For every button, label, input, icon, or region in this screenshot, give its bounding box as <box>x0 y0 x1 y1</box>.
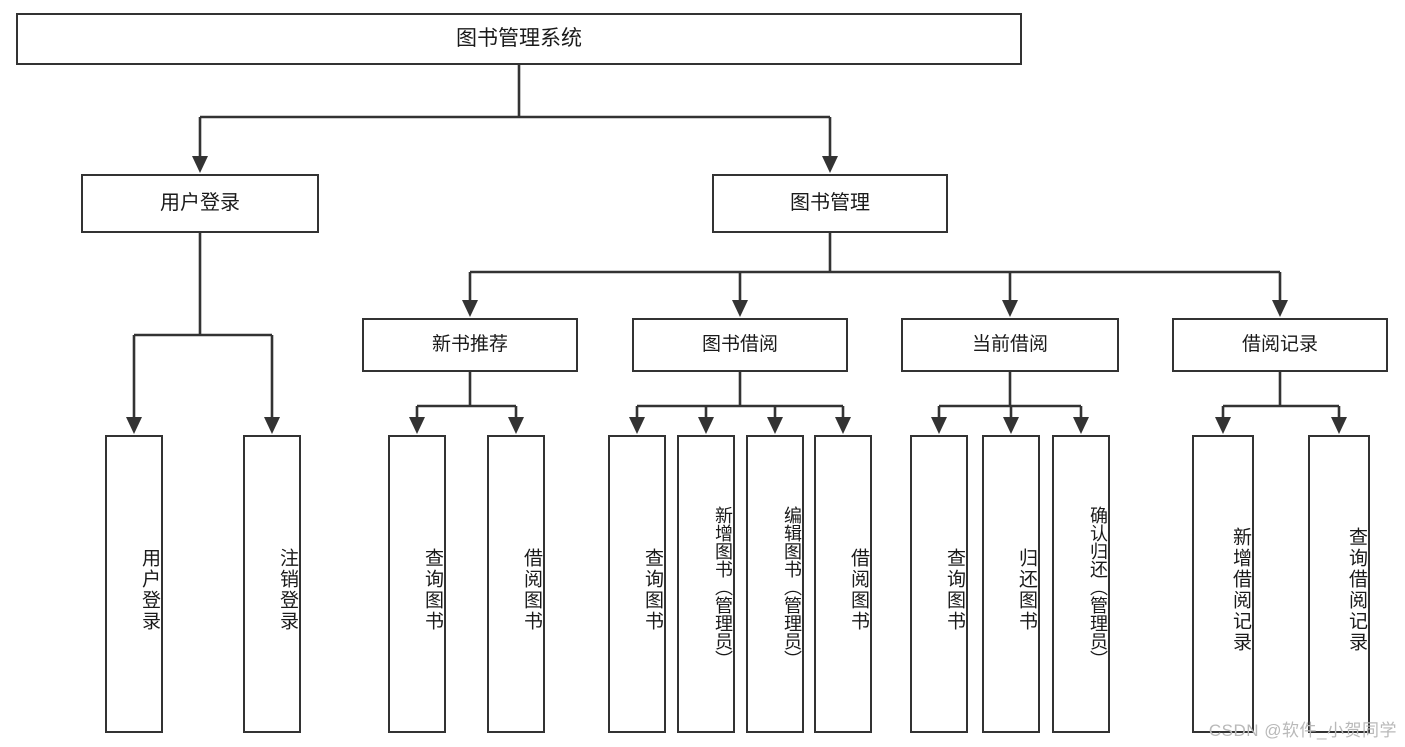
node-root[interactable]: 图书管理系统 <box>16 13 1022 65</box>
node-book-management[interactable]: 图书管理 <box>712 174 948 233</box>
node-label: 查询图书 <box>944 548 965 632</box>
node-label: 图书借阅 <box>701 334 778 356</box>
node-label: 查询图书 <box>642 548 663 632</box>
node-leaf-edit-book-admin[interactable]: 编辑图书（管理员） <box>746 435 804 733</box>
watermark-text: CSDN @软件_小贺同学 <box>1208 721 1397 740</box>
node-label: 编辑图书（管理员） <box>782 506 802 668</box>
node-label: 查询图书 <box>422 548 443 632</box>
node-leaf-user-login[interactable]: 用户登录 <box>105 435 163 733</box>
node-leaf-confirm-return-admin[interactable]: 确认归还（管理员） <box>1052 435 1110 733</box>
node-leaf-add-borrow-record[interactable]: 新增借阅记录 <box>1192 435 1254 733</box>
node-label: 新书推荐 <box>431 334 508 356</box>
node-leaf-add-book-admin[interactable]: 新增图书（管理员） <box>677 435 735 733</box>
node-book-borrow[interactable]: 图书借阅 <box>632 318 848 372</box>
node-leaf-query-book-2[interactable]: 查询图书 <box>608 435 666 733</box>
node-leaf-query-book-3[interactable]: 查询图书 <box>910 435 968 733</box>
node-label: 确认归还（管理员） <box>1088 506 1108 668</box>
node-leaf-query-borrow-record[interactable]: 查询借阅记录 <box>1308 435 1370 733</box>
node-label: 用户登录 <box>139 548 160 632</box>
node-label: 图书管理系统 <box>456 27 582 51</box>
node-borrow-record[interactable]: 借阅记录 <box>1172 318 1388 372</box>
node-label: 用户登录 <box>160 192 240 215</box>
node-leaf-borrow-book-2[interactable]: 借阅图书 <box>814 435 872 733</box>
node-label: 当前借阅 <box>971 334 1048 356</box>
node-user-login[interactable]: 用户登录 <box>81 174 319 233</box>
node-label: 借阅记录 <box>1241 334 1318 356</box>
node-label: 注销登录 <box>277 548 298 632</box>
node-label: 图书管理 <box>790 192 870 215</box>
node-leaf-user-logout[interactable]: 注销登录 <box>243 435 301 733</box>
node-leaf-return-book[interactable]: 归还图书 <box>982 435 1040 733</box>
node-new-book-recommend[interactable]: 新书推荐 <box>362 318 578 372</box>
node-label: 新增图书（管理员） <box>713 506 733 668</box>
node-label: 借阅图书 <box>521 548 542 632</box>
node-leaf-query-book-1[interactable]: 查询图书 <box>388 435 446 733</box>
node-leaf-borrow-book-1[interactable]: 借阅图书 <box>487 435 545 733</box>
node-label: 查询借阅记录 <box>1346 527 1367 653</box>
node-label: 新增借阅记录 <box>1230 527 1251 653</box>
node-label: 借阅图书 <box>848 548 869 632</box>
node-current-borrow[interactable]: 当前借阅 <box>901 318 1119 372</box>
node-label: 归还图书 <box>1016 548 1037 632</box>
